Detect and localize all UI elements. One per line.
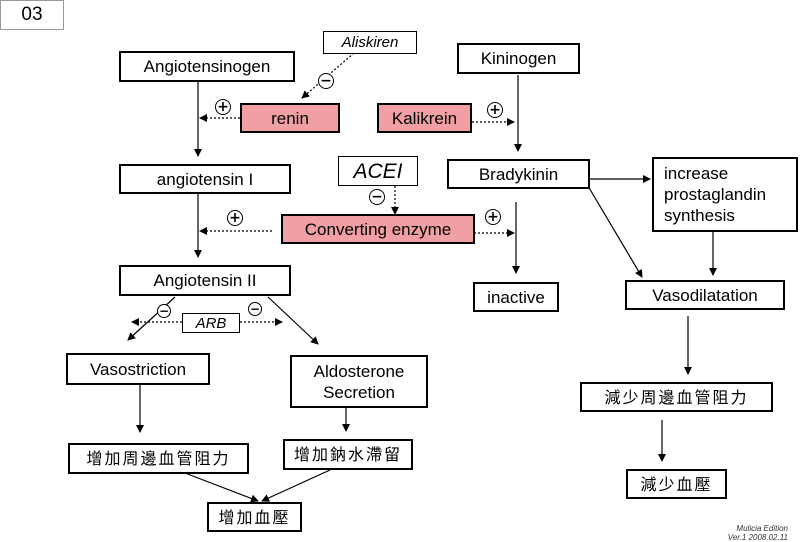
node-increase-sodium-water: 增加鈉水滯留: [283, 439, 413, 470]
node-aldosterone-secretion: Aldosterone Secretion: [290, 355, 428, 408]
arrow-angiotensin2-to-aldosterone: [267, 296, 319, 345]
plus-sign-renin: +: [215, 99, 231, 115]
node-vasodilatation: Vasodilatation: [625, 280, 785, 310]
node-angiotensin-2: Angiotensin II: [119, 265, 291, 296]
node-decrease-resistance: 減少周邊血管阻力: [580, 382, 773, 412]
node-converting-enzyme: Converting enzyme: [281, 214, 475, 244]
minus-sign-acei: −: [369, 189, 385, 205]
node-acei: ACEI: [338, 156, 418, 186]
node-aliskiren: Aliskiren: [323, 31, 417, 54]
arrow-sodium-to-bp: [261, 469, 331, 502]
node-vasostriction: Vasostriction: [66, 353, 210, 385]
minus-sign-arb-right: −: [248, 302, 262, 316]
node-kalikrein: Kalikrein: [377, 103, 472, 133]
arrow-bradykinin-to-vasodilatation: [587, 185, 643, 278]
slide-number: 03: [0, 0, 64, 30]
node-angiotensin-1: angiotensin I: [119, 164, 291, 194]
plus-sign-converting: +: [227, 210, 243, 226]
dotted-aliskiren-inhibits-renin: [301, 52, 355, 99]
plus-sign-bradykinin-breakdown: +: [485, 209, 501, 225]
node-prostaglandin-synthesis: increase prostaglandin synthesis: [652, 157, 798, 232]
node-renin: renin: [240, 103, 340, 133]
node-arb: ARB: [182, 313, 240, 333]
node-bradykinin: Bradykinin: [447, 159, 590, 189]
plus-sign-kalikrein: +: [487, 102, 503, 118]
node-increase-bp: 增加血壓: [207, 502, 302, 532]
node-inactive: inactive: [473, 282, 559, 312]
footer-version: Ver.1 2008.02.11: [727, 533, 788, 542]
arrow-resistance-to-bp: [184, 472, 259, 503]
node-angiotensinogen: Angiotensinogen: [119, 51, 295, 82]
node-kininogen: Kininogen: [457, 43, 580, 74]
minus-sign-arb-left: −: [157, 304, 171, 318]
minus-sign-aliskiren: −: [318, 73, 334, 89]
footer-edition: Mulicia Edition: [736, 524, 788, 533]
node-increase-resistance: 增加周邊血管阻力: [68, 443, 249, 474]
node-decrease-bp: 減少血壓: [626, 469, 727, 499]
